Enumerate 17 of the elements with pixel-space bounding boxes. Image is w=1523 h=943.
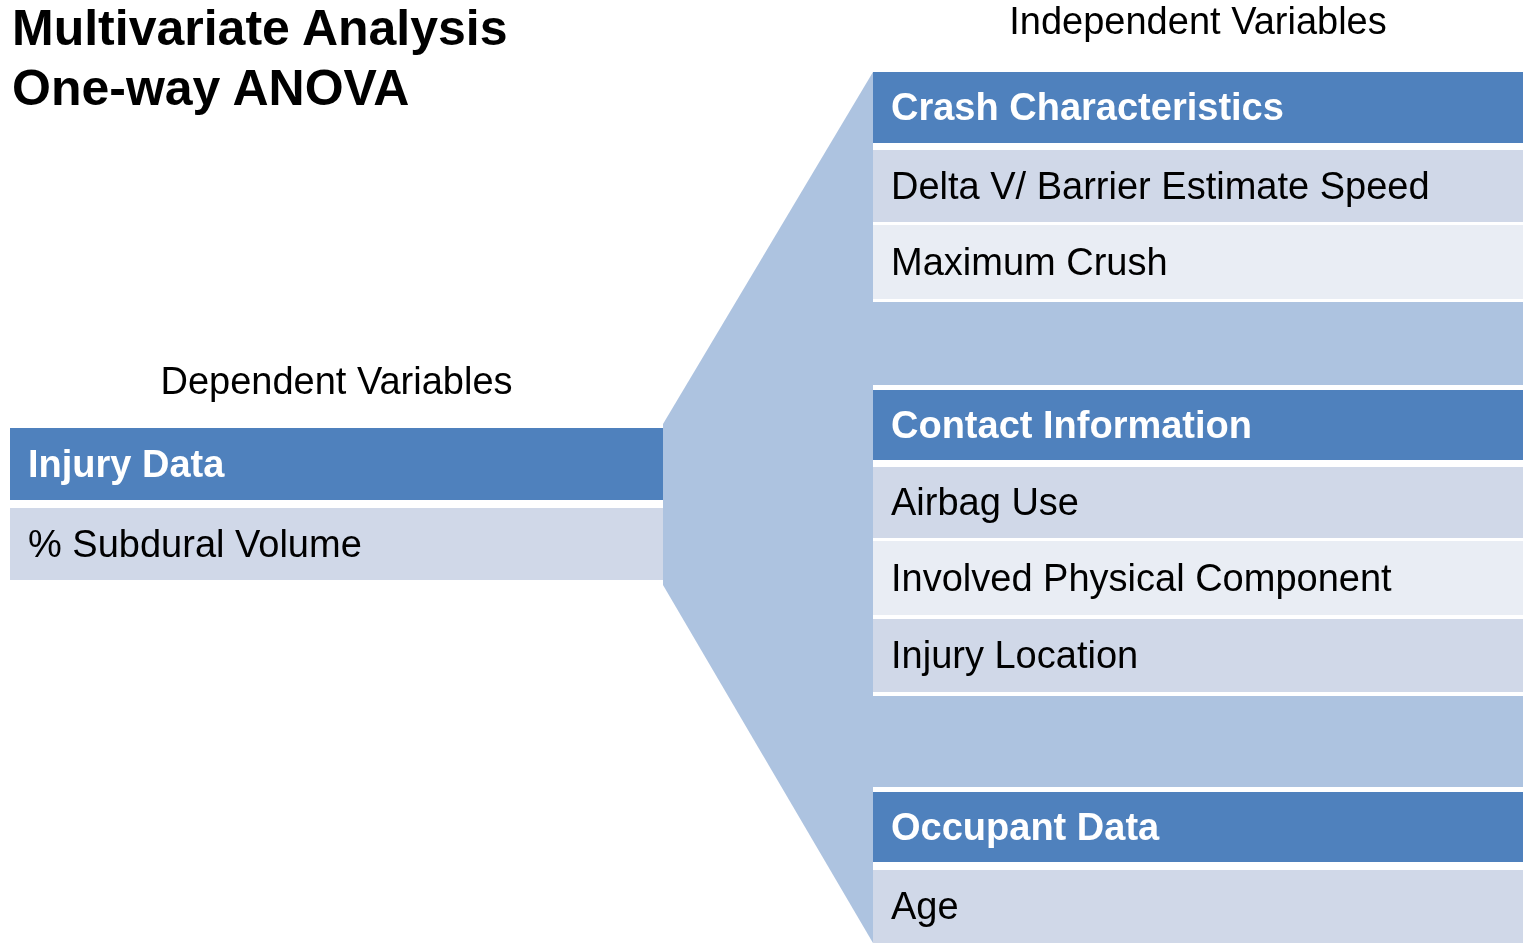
connector-funnel [663, 72, 873, 943]
spacer-bar [873, 302, 1523, 385]
spacer-bar [873, 696, 1523, 787]
category-header: Injury Data [10, 428, 663, 500]
variable-row: Maximum Crush [873, 225, 1523, 299]
section-heading: Dependent Variables [159, 360, 514, 403]
variable-row: Injury Location [873, 619, 1523, 692]
variable-row: Involved Physical Component [873, 541, 1523, 615]
variable-row: Age [873, 870, 1523, 943]
category-header: Contact Information [873, 390, 1523, 460]
variable-row: % Subdural Volume [10, 508, 663, 580]
category-header: Crash Characteristics [873, 72, 1523, 143]
section-heading: Independent Variables [1008, 0, 1388, 43]
variable-row: Delta V/ Barrier Estimate Speed [873, 150, 1523, 222]
title: Multivariate Analysis One-way ANOVA [12, 0, 509, 118]
variable-row: Airbag Use [873, 467, 1523, 538]
category-header: Occupant Data [873, 792, 1523, 862]
